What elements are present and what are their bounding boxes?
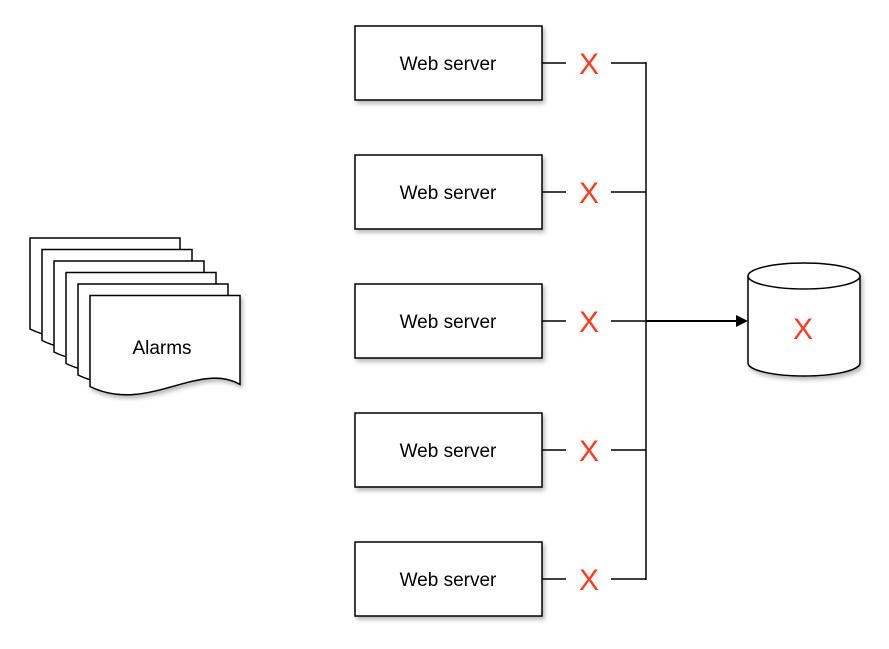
connection-failure-mark: X [579, 177, 599, 210]
connection-failure-mark: X [579, 435, 599, 468]
web-server-label: Web server [400, 54, 497, 75]
web-server-box: Web server [354, 283, 543, 359]
web-server-box: Web server [354, 154, 543, 230]
web-server-label: Web server [400, 312, 497, 333]
web-server-box: Web server [354, 25, 543, 101]
connection-failure-mark: X [579, 306, 599, 339]
alarm-document-page [89, 294, 241, 396]
alarms-document-stack: Alarms [29, 237, 241, 396]
database-cylinder [747, 262, 861, 377]
web-server-box: Web server [354, 412, 543, 488]
connection-failure-mark: X [579, 48, 599, 81]
database-failure-mark: X [793, 313, 813, 346]
web-server-label: Web server [400, 441, 497, 462]
connection-failure-mark: X [579, 564, 599, 597]
alarms-label: Alarms [132, 338, 191, 359]
web-server-box: Web server [354, 541, 543, 617]
web-server-label: Web server [400, 183, 497, 204]
web-server-label: Web server [400, 570, 497, 591]
